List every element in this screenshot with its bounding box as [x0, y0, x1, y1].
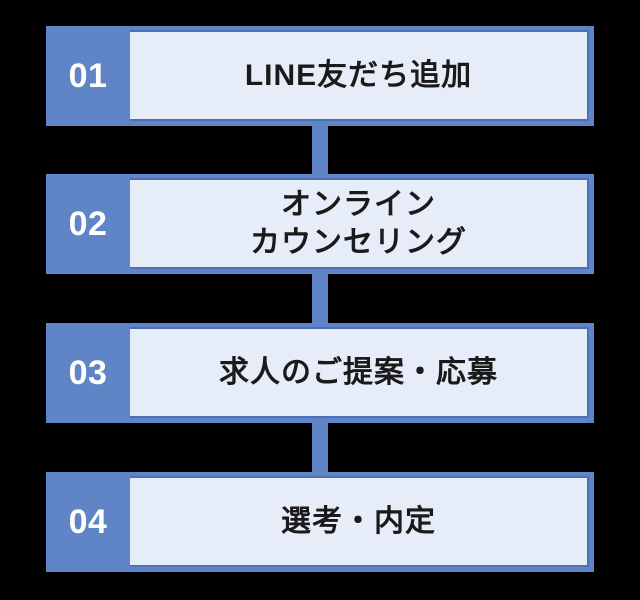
step-row-1: 01 LINE友だち追加 [46, 26, 594, 126]
connector-step2-step3 [312, 272, 328, 327]
step-number-1: 01 [68, 56, 108, 95]
step-number-2: 02 [68, 204, 108, 243]
step-number-3: 03 [68, 353, 108, 392]
step-label-4: 選考・内定 [281, 504, 436, 538]
connector-step3-step4 [312, 421, 328, 476]
step-label-box-1: LINE友だち追加 [130, 30, 589, 121]
step-label-box-3: 求人のご提案・応募 [130, 327, 589, 418]
step-label-2: オンライン カウンセリング [250, 188, 467, 259]
step-label-box-4: 選考・内定 [130, 476, 589, 567]
step-label-box-2: オンライン カウンセリング [130, 178, 589, 269]
step-label-3: 求人のご提案・応募 [219, 355, 498, 389]
step-label-1: LINE友だち追加 [244, 58, 473, 92]
connector-step1-step2 [312, 124, 328, 178]
step-number-4: 04 [68, 502, 108, 541]
step-row-2: 02 オンライン カウンセリング [46, 174, 594, 274]
step-row-4: 04 選考・内定 [46, 472, 594, 572]
step-row-3: 03 求人のご提案・応募 [46, 323, 594, 423]
